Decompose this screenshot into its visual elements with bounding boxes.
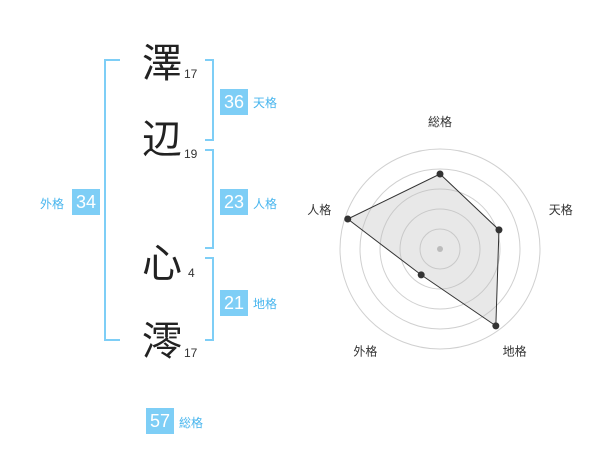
radar-grid-ring	[399, 208, 481, 290]
chikaku-bracket	[205, 257, 214, 341]
radar-axis-label-4: 外格	[353, 344, 377, 359]
name-char-1: 澤	[142, 41, 182, 87]
tenkaku-bracket	[205, 59, 214, 141]
radar-point-5	[344, 215, 352, 223]
stroke-count-4: 17	[184, 346, 198, 360]
jinkaku-bracket	[205, 149, 214, 249]
name-char-3: 心	[142, 241, 182, 287]
radar-grid-ring	[359, 168, 521, 330]
bracket-lines	[104, 59, 214, 341]
radar-point-4	[417, 271, 425, 279]
radar-grid-ring	[339, 148, 541, 350]
jinkaku-value: 23	[220, 189, 248, 215]
gaikaku-label: 外格	[40, 197, 65, 211]
name-char-2: 辺	[142, 117, 182, 163]
radar-series-polygon	[346, 173, 500, 327]
chikaku-label: 地格	[253, 297, 278, 311]
name-char-4: 澪	[142, 319, 182, 365]
radar-grid-ring	[379, 188, 501, 310]
radar-grid-ring	[419, 228, 461, 270]
radar-center-dot	[437, 246, 443, 252]
radar-axis-label-5: 人格	[307, 202, 331, 217]
stroke-count-2: 19	[184, 147, 198, 161]
radar-point-3	[492, 322, 500, 330]
radar-axis-label-1: 総格	[428, 114, 452, 129]
radar-axis-label-2: 天格	[549, 202, 573, 217]
soukaku-label: 総格	[179, 416, 204, 430]
stroke-count-3: 4	[188, 266, 195, 280]
radar-point-1	[436, 170, 444, 178]
jinkaku-label: 人格	[253, 197, 278, 211]
stroke-count-1: 17	[184, 67, 198, 81]
radar-axis-label-3: 地格	[503, 344, 527, 359]
tenkaku-label: 天格	[253, 96, 278, 110]
tenkaku-value: 36	[220, 89, 248, 115]
chikaku-value: 21	[220, 290, 248, 316]
soukaku-value: 57	[146, 408, 174, 434]
gaikaku-value: 34	[72, 189, 100, 215]
radar-point-2	[495, 226, 503, 234]
outer-bracket	[104, 59, 120, 341]
